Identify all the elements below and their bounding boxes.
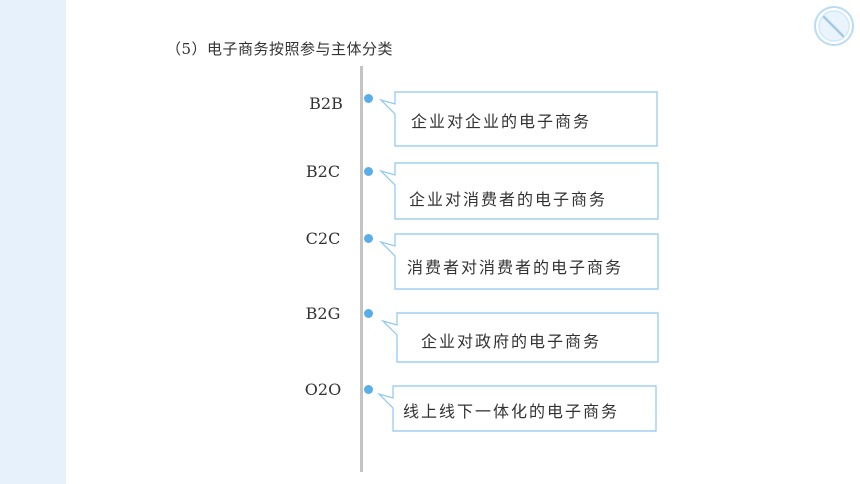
callout-box: 消费者对消费者的电子商务: [378, 233, 659, 290]
slash-circle-icon: [814, 6, 854, 46]
timeline-dot: [364, 309, 373, 318]
callout-box: 线上线下一体化的电子商务: [376, 385, 657, 432]
callout-box: 企业对消费者的电子商务: [378, 162, 659, 220]
callout-text: 线上线下一体化的电子商务: [403, 402, 620, 421]
callout-text: 消费者对消费者的电子商务: [407, 258, 624, 277]
callout-box: 企业对企业的电子商务: [378, 91, 658, 147]
callout-text: 企业对企业的电子商务: [411, 112, 592, 131]
entry-code-o2o: O2O: [304, 380, 342, 399]
callout-box: 企业对政府的电子商务: [380, 312, 659, 363]
entry-code-c2c: C2C: [305, 229, 341, 248]
timeline-dot: [364, 385, 373, 394]
timeline-dot: [364, 167, 373, 176]
timeline-dot: [364, 94, 373, 103]
entry-code-b2b: B2B: [309, 94, 343, 113]
callout-text: 企业对政府的电子商务: [421, 332, 602, 351]
timeline-axis: [360, 66, 363, 472]
callout-text: 企业对消费者的电子商务: [409, 190, 608, 209]
entry-code-b2c: B2C: [305, 162, 341, 181]
page-title: （5）电子商务按照参与主体分类: [166, 40, 394, 58]
timeline-dot: [364, 234, 373, 243]
entry-code-b2g: B2G: [305, 304, 341, 323]
left-decor-band: [0, 0, 66, 484]
